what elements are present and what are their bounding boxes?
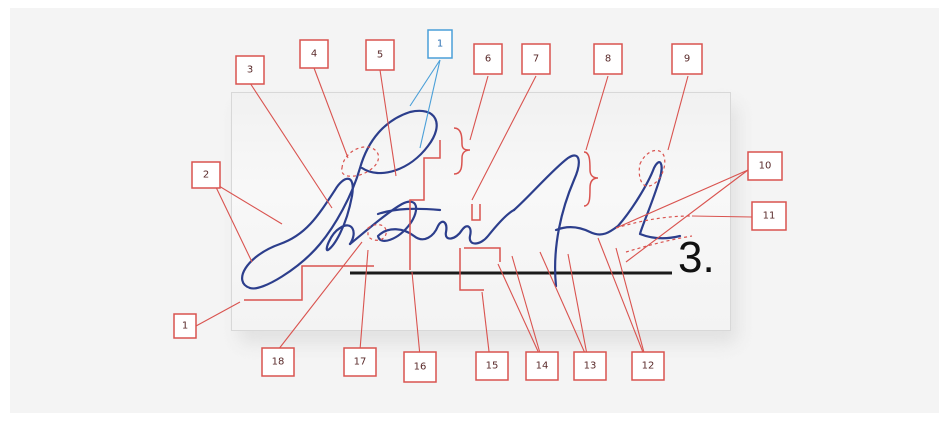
leader-12a [598,238,646,360]
callout-label: 16 [414,362,427,373]
callout-label: 14 [536,361,549,372]
callout-label: 13 [584,361,597,372]
leader-17 [360,250,368,350]
signature-stroke-initial [242,179,354,288]
leader-1-blue-b [420,60,440,148]
callout-12: 12 [632,352,664,380]
callout-14: 14 [526,352,558,380]
callout-9: 9 [672,44,702,74]
leader-8 [586,76,608,150]
callout-15: 15 [476,352,508,380]
leader-12b [616,248,646,360]
callout-label: 1 [182,321,188,332]
step-line-7 [472,204,480,220]
callout-17: 17 [344,348,376,376]
signature-stroke-loop [250,111,437,289]
callout-label: 5 [377,50,383,61]
leader-6 [470,76,488,140]
callout-7: 7 [522,44,550,74]
leader-lines [196,60,752,360]
callout-label: 18 [272,357,285,368]
leader-14a [498,264,542,360]
leader-9 [668,76,688,150]
callout-4: 4 [300,40,328,68]
callout-label: 4 [311,49,317,60]
leader-11 [692,216,752,217]
callout-5: 5 [366,40,394,70]
callout-label: 7 [533,54,539,65]
leader-18 [278,242,362,350]
leader-4 [314,68,348,158]
callout-3: 3 [236,56,264,84]
callout-13: 13 [574,352,606,380]
callout-label: 10 [759,161,772,172]
signature-stroke-tall [514,155,680,286]
callout-label: 8 [605,54,611,65]
callout-label: 9 [684,54,690,65]
callout-16: 16 [404,352,436,382]
document-printed-text: 3. [678,233,715,282]
bracket-6 [454,128,470,174]
leader-3 [250,83,332,208]
step-line-15 [460,248,484,290]
leader-1-blue-a [410,60,440,106]
callout-1-bottom: 1 [174,314,196,338]
leader-16 [412,272,420,356]
callout-2: 2 [192,162,220,188]
callout-1-blue: 1 [428,30,452,58]
leader-13a [540,252,588,360]
leader-7 [472,76,536,200]
bracket-8 [584,152,598,206]
callout-label: 17 [354,357,367,368]
leader-13b [568,254,588,360]
callout-18: 18 [262,348,294,376]
callout-10: 10 [748,152,782,180]
callout-8: 8 [594,44,622,74]
callout-label: 11 [763,211,776,222]
callout-label: 6 [485,54,491,65]
leader-1 [196,302,240,326]
leader-15 [482,292,490,360]
step-line-14 [464,248,500,262]
signature-stroke-body [350,202,514,244]
callout-label: 1 [437,39,443,50]
callout-label: 3 [247,65,253,76]
callout-label: 2 [203,170,209,181]
step-line-1 [244,266,374,300]
callout-label: 15 [486,361,499,372]
leader-5 [380,70,396,176]
callout-6: 6 [474,44,502,74]
callout-label: 12 [642,361,655,372]
callout-11: 11 [752,202,786,230]
